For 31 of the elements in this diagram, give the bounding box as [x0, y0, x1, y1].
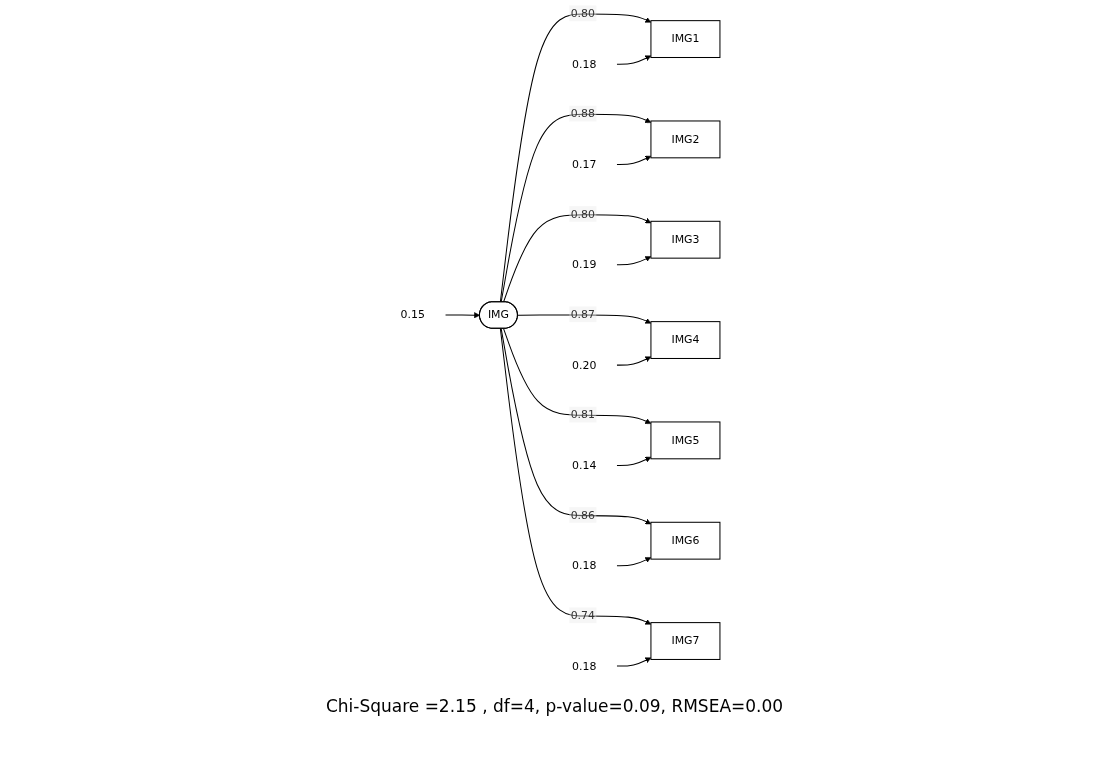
arrow: [500, 113, 652, 303]
node-box: IMG3: [650, 220, 721, 259]
arrow: [503, 214, 652, 303]
fit-statistics-caption: Chi-Square =2.15 , df=4, p-value=0.09, RMSEA=0.00: [324, 696, 785, 716]
node-text: 0.18: [572, 558, 597, 572]
edge-label: 0.74: [570, 609, 595, 623]
node-text: 0.18: [572, 57, 597, 71]
arrow: [499, 13, 652, 303]
arrow: [616, 55, 652, 65]
node-text: 0.17: [572, 157, 597, 171]
arrow: [616, 456, 652, 466]
node-box: IMG6: [650, 521, 721, 560]
node-text: 0.14: [572, 458, 597, 472]
arrow: [616, 557, 652, 567]
node-box: IMG2: [650, 120, 721, 159]
node-box: IMG1: [650, 20, 721, 58]
node-box: IMG4: [650, 321, 721, 359]
node-text: 0.18: [572, 659, 597, 673]
arrow: [616, 657, 652, 667]
arrow: [616, 155, 652, 165]
edge-label: 0.87: [570, 308, 595, 322]
arrow: [616, 356, 652, 366]
node-box: IMG5: [650, 421, 721, 460]
node-text: 0.19: [572, 257, 597, 271]
node-text: 0.15: [400, 308, 425, 322]
node-box: IMG7: [650, 622, 721, 660]
arrow: [616, 256, 652, 266]
node-text: 0.20: [572, 358, 597, 372]
arrow: [517, 314, 652, 324]
edge-label: 0.80: [570, 207, 595, 221]
edge-label: 0.80: [570, 7, 595, 21]
